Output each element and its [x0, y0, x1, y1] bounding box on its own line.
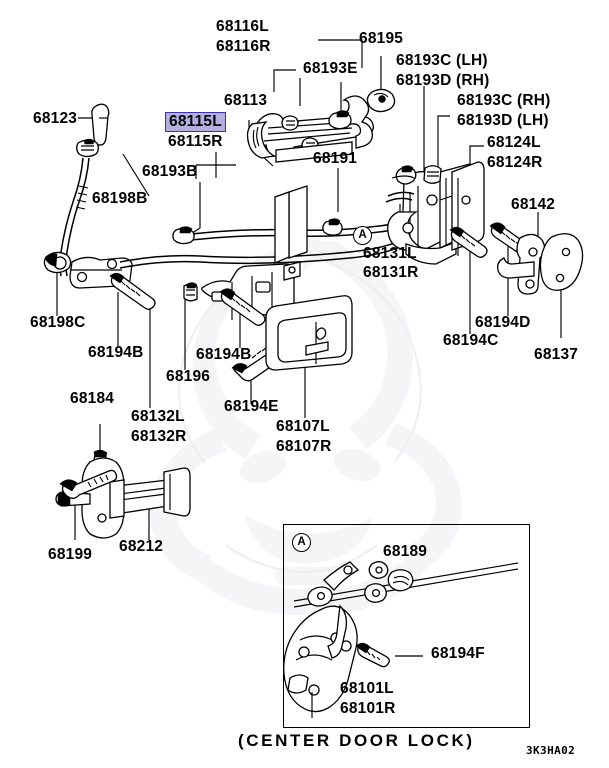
- label-68193D-rh: 68193D (RH): [396, 72, 490, 89]
- label-68124L: 68124L: [487, 134, 541, 151]
- label-68116R: 68116R: [216, 38, 271, 55]
- label-68198B: 68198B: [92, 190, 148, 207]
- label-68107R: 68107R: [276, 438, 332, 455]
- label-68123: 68123: [33, 110, 78, 127]
- label-68131L: 68131L: [363, 245, 417, 262]
- label-68193C-lh: 68193C (LH): [396, 52, 488, 69]
- label-68113: 68113: [224, 92, 268, 109]
- label-68137: 68137: [534, 346, 579, 363]
- label-68184: 68184: [70, 390, 115, 407]
- label-68124R: 68124R: [487, 154, 543, 171]
- label-68196: 68196: [166, 368, 211, 385]
- label-68198C: 68198C: [30, 314, 86, 331]
- label-68115R: 68115R: [168, 133, 223, 150]
- reference-marker-a-inset: A: [292, 533, 311, 552]
- label-68194B-left: 68194B: [88, 344, 144, 361]
- label-68131R: 68131R: [363, 264, 419, 281]
- label-68193B: 68193B: [142, 163, 198, 180]
- label-68193D-lh: 68193D (LH): [457, 112, 549, 129]
- label-68194D: 68194D: [475, 314, 531, 331]
- label-68193E: 68193E: [303, 60, 358, 77]
- center-door-lock-inset: [283, 524, 530, 728]
- label-68132L: 68132L: [131, 408, 185, 425]
- label-68101L: 68101L: [340, 680, 394, 697]
- label-68191: 68191: [313, 150, 358, 167]
- label-68199: 68199: [48, 546, 93, 563]
- label-68193C-rh: 68193C (RH): [457, 92, 551, 109]
- inset-caption: (CENTER DOOR LOCK): [238, 731, 475, 750]
- label-68194C: 68194C: [443, 332, 499, 349]
- label-68212: 68212: [119, 538, 164, 555]
- label-68189: 68189: [383, 543, 428, 560]
- label-68142: 68142: [511, 196, 556, 213]
- label-68101R: 68101R: [340, 700, 396, 717]
- label-68116L: 68116L: [216, 18, 269, 35]
- reference-marker-a-main: A: [353, 226, 372, 245]
- label-68194E: 68194E: [224, 398, 279, 415]
- diagram-code: 3K3HA02: [526, 744, 576, 757]
- label-68194B-mid: 68194B: [196, 346, 252, 363]
- label-68195: 68195: [359, 30, 404, 47]
- label-68107L: 68107L: [276, 418, 330, 435]
- label-68194F: 68194F: [431, 645, 485, 662]
- label-68132R: 68132R: [131, 428, 187, 445]
- label-68115L-highlighted[interactable]: 68115L: [165, 112, 226, 132]
